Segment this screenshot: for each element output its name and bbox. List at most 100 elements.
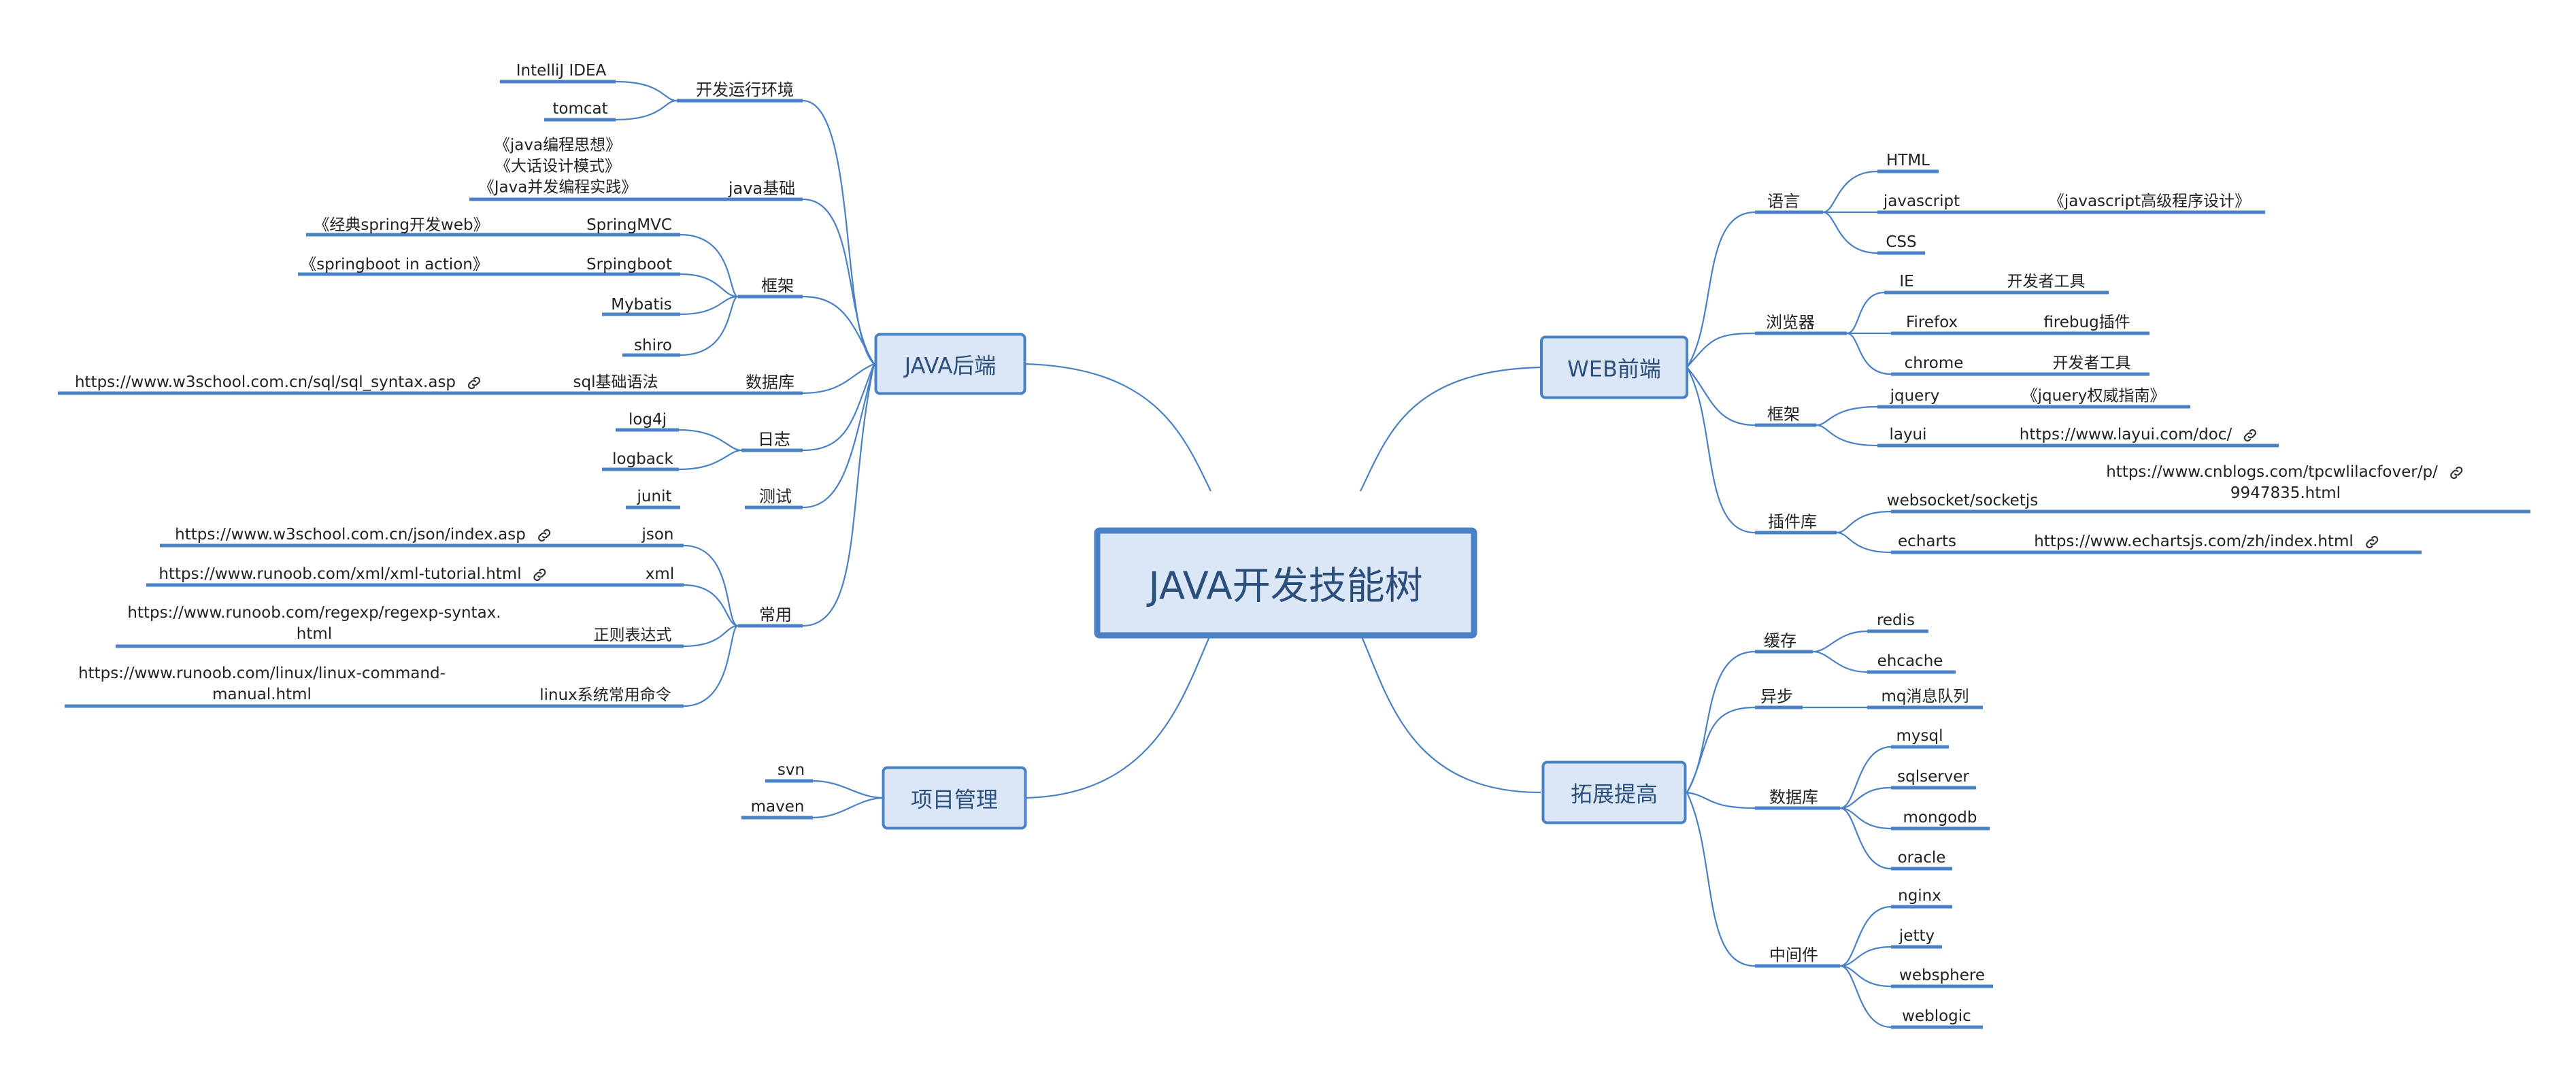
item-label: oracle: [1897, 849, 1946, 867]
item-xml[interactable]: xml: [646, 564, 674, 584]
topic-common[interactable]: 常用: [759, 605, 792, 625]
topic-language[interactable]: 语言: [1767, 191, 1800, 212]
topic-label: 异步: [1760, 687, 1793, 706]
topic-plugins[interactable]: 插件库: [1768, 512, 1817, 532]
item-mybatis[interactable]: Mybatis: [611, 295, 672, 315]
topic-label: 浏览器: [1766, 313, 1815, 332]
item-logback[interactable]: logback: [612, 449, 673, 469]
item-springboot[interactable]: Srpingboot: [586, 254, 672, 275]
hyperlink-icon[interactable]: [531, 566, 549, 584]
topic-browser[interactable]: 浏览器: [1766, 312, 1815, 333]
item-label: 开发者工具: [2052, 354, 2131, 372]
item-weblogic[interactable]: weblogic: [1902, 1006, 1971, 1026]
item-label: nginx: [1898, 887, 1941, 905]
item-label: 开发者工具: [2007, 273, 2086, 290]
link-json-url[interactable]: https://www.w3school.com.cn/json/index.a…: [175, 524, 553, 545]
item-firefox[interactable]: Firefox: [1906, 312, 1958, 333]
item-maven[interactable]: maven: [751, 797, 805, 817]
topic-middleware[interactable]: 中间件: [1769, 945, 1818, 965]
root-topic[interactable]: JAVA开发技能树: [1094, 527, 1477, 639]
item-websphere[interactable]: websphere: [1899, 965, 1985, 986]
item-linux[interactable]: linux系统常用命令: [539, 685, 671, 705]
topic-cache[interactable]: 缓存: [1764, 631, 1796, 651]
topic-dev-env[interactable]: 开发运行环境: [696, 80, 794, 100]
item-label: shiro: [634, 337, 672, 354]
topic-framework[interactable]: 框架: [761, 275, 794, 296]
topic-web-framework[interactable]: 框架: [1767, 404, 1800, 424]
topic-database[interactable]: 数据库: [746, 372, 794, 392]
item-javascript[interactable]: javascript: [1884, 191, 1960, 212]
item-html[interactable]: HTML: [1886, 150, 1930, 171]
topic-log[interactable]: 日志: [758, 429, 790, 450]
book-springmvc: 《经典spring开发web》: [314, 215, 488, 235]
item-jquery[interactable]: jquery: [1890, 386, 1940, 406]
book-jquery: 《jquery权威指南》: [2022, 386, 2166, 406]
item-json[interactable]: json: [641, 524, 673, 545]
topic-label: 框架: [1767, 405, 1800, 424]
item-redis[interactable]: redis: [1877, 610, 1915, 631]
item-label: mongodb: [1903, 809, 1977, 826]
item-tomcat[interactable]: tomcat: [552, 99, 607, 119]
item-ie[interactable]: IE: [1899, 271, 1913, 292]
item-websocket[interactable]: websocket/socketjs: [1887, 490, 2038, 511]
item-label: logback: [612, 450, 673, 468]
item-css[interactable]: CSS: [1886, 232, 1916, 252]
branch-project-management[interactable]: 项目管理: [882, 766, 1027, 830]
item-echarts[interactable]: echarts: [1898, 531, 1956, 552]
tool-chrome: 开发者工具: [2053, 353, 2131, 373]
topic-test[interactable]: 测试: [759, 486, 792, 507]
link-echarts-url[interactable]: https://www.echartsjs.com/zh/index.html: [2034, 531, 2381, 552]
branch-web-frontend[interactable]: WEB前端: [1540, 335, 1688, 399]
hyperlink-icon[interactable]: [2447, 464, 2465, 482]
item-jetty[interactable]: jetty: [1899, 926, 1935, 946]
link-root-pm: [1023, 633, 1212, 799]
item-mongodb[interactable]: mongodb: [1903, 807, 1977, 828]
item-mysql[interactable]: mysql: [1896, 726, 1943, 746]
hyperlink-icon[interactable]: [2363, 533, 2381, 551]
link-linux-url[interactable]: https://www.runoob.com/linux/linux-comma…: [78, 663, 446, 705]
item-junit[interactable]: junit: [637, 486, 672, 507]
topic-label: 常用: [759, 605, 792, 624]
branch-extension[interactable]: 拓展提高: [1541, 760, 1687, 824]
link-sql-url[interactable]: https://www.w3school.com.cn/sql/sql_synt…: [75, 372, 483, 392]
item-label: sqlserver: [1897, 768, 1969, 786]
link-xml-url[interactable]: https://www.runoob.com/xml/xml-tutorial.…: [158, 564, 548, 584]
url-text: https://www.echartsjs.com/zh/index.html: [2034, 533, 2354, 550]
item-log4j[interactable]: log4j: [629, 409, 667, 430]
link-websocket-url[interactable]: https://www.cnblogs.com/tpcwlilacfover/p…: [2106, 462, 2465, 504]
item-label: IE: [1899, 273, 1914, 290]
link-regex-url[interactable]: https://www.runoob.com/regexp/regexp-syn…: [127, 603, 501, 645]
item-svn[interactable]: svn: [777, 760, 805, 780]
item-oracle[interactable]: oracle: [1898, 848, 1946, 868]
item-ehcache[interactable]: ehcache: [1877, 651, 1943, 671]
item-layui[interactable]: layui: [1889, 424, 1926, 445]
item-shiro[interactable]: shiro: [634, 335, 672, 356]
hyperlink-icon[interactable]: [465, 374, 483, 392]
branch-label: 项目管理: [910, 786, 998, 812]
item-mq[interactable]: mq消息队列: [1881, 686, 1969, 707]
item-sql[interactable]: sql基础语法: [573, 372, 658, 392]
item-label: 《springboot in action》: [301, 256, 488, 273]
topic-ext-database[interactable]: 数据库: [1769, 787, 1818, 807]
item-label: firebug插件: [2043, 314, 2130, 331]
topic-async[interactable]: 异步: [1760, 686, 1793, 707]
item-intellij[interactable]: IntelliJ IDEA: [516, 61, 607, 81]
item-springmvc[interactable]: SpringMVC: [586, 215, 672, 235]
branch-java-backend[interactable]: JAVA后端: [874, 333, 1026, 395]
hyperlink-icon[interactable]: [2241, 427, 2259, 444]
topic-label: 框架: [761, 276, 794, 295]
item-nginx[interactable]: nginx: [1898, 886, 1941, 906]
link-layui-url[interactable]: https://www.layui.com/doc/: [2020, 424, 2259, 445]
item-sqlserver[interactable]: sqlserver: [1897, 767, 1969, 787]
url-text: https://www.w3school.com.cn/sql/sql_synt…: [74, 373, 456, 391]
item-chrome[interactable]: chrome: [1905, 353, 1964, 373]
topic-label: 中间件: [1769, 946, 1818, 965]
url-text: https://www.w3school.com.cn/json/index.a…: [175, 526, 526, 544]
item-label: javascript: [1883, 193, 1960, 210]
url-text: https://www.layui.com/doc/: [2019, 426, 2232, 444]
hyperlink-icon[interactable]: [535, 526, 553, 544]
topic-label: 开发运行环境: [696, 80, 794, 99]
topic-java-basics[interactable]: java基础: [729, 178, 795, 199]
item-regex[interactable]: 正则表达式: [594, 625, 672, 646]
